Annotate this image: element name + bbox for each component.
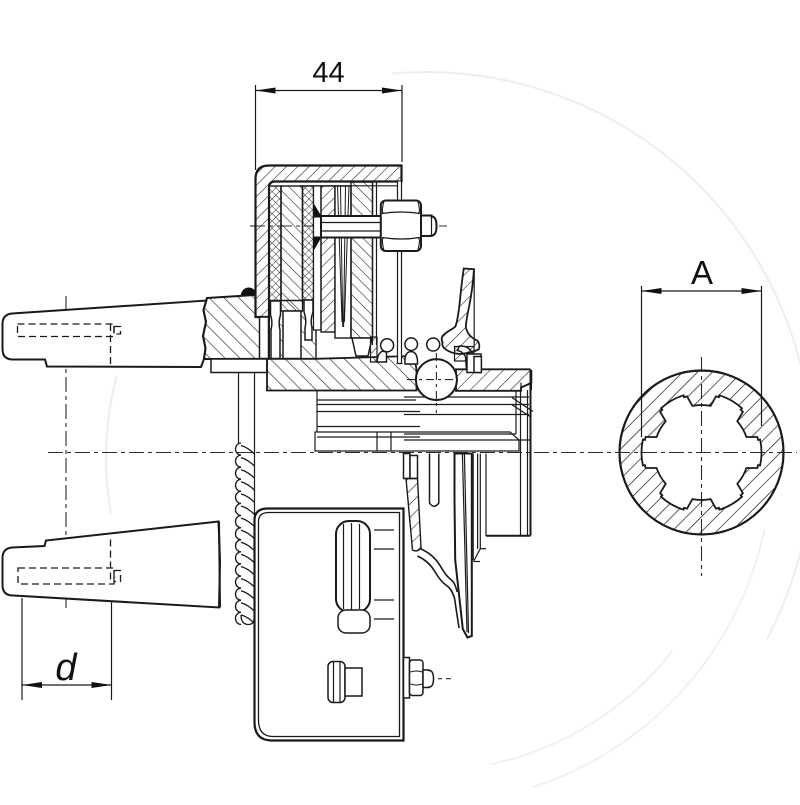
svg-text:44: 44 <box>312 57 344 89</box>
svg-text:d: d <box>55 647 78 689</box>
svg-text:A: A <box>691 254 713 291</box>
